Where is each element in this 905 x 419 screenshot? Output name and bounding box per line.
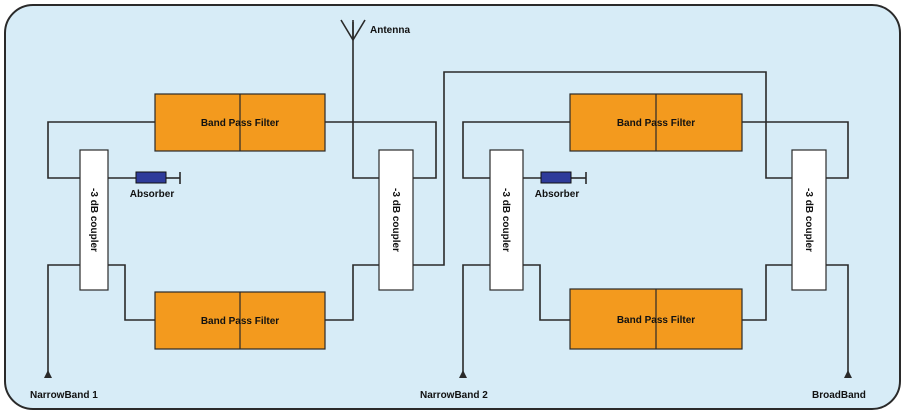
absorber2-resistor-icon	[540, 171, 572, 184]
coupler2-label: -3 dB coupler	[390, 188, 401, 252]
port-narrowband-1: NarrowBand 1	[30, 370, 98, 401]
wire-lc2-to-nb2	[462, 264, 490, 375]
bpf1-label: Band Pass Filter	[201, 118, 279, 129]
absorber-1: Absorber	[130, 171, 175, 200]
wire-bpf1-to-mc	[325, 121, 437, 179]
absorber1-resistor-icon	[135, 171, 167, 184]
bandpass-filter-2: Band Pass Filter	[154, 291, 326, 350]
port-broadband: BroadBand	[812, 370, 866, 401]
wire-bpf3-to-rc	[742, 121, 849, 179]
coupler-2: -3 dB coupler	[378, 149, 414, 291]
bpf2-label: Band Pass Filter	[201, 316, 279, 327]
coupler-4: -3 dB coupler	[791, 149, 827, 291]
wire-lc-to-bpf1	[47, 121, 155, 179]
wire-lc-to-nb1	[47, 264, 80, 375]
absorber-2: Absorber	[535, 171, 580, 200]
bandpass-filter-3: Band Pass Filter	[569, 93, 743, 152]
wire-bpf4-to-rc	[742, 264, 792, 321]
wires-left	[47, 48, 792, 375]
coupler-1: -3 dB coupler	[79, 149, 109, 291]
coupler4-label: -3 dB coupler	[803, 188, 814, 252]
antenna: Antenna	[340, 19, 410, 48]
bpf4-label: Band Pass Filter	[617, 315, 695, 326]
wire-lc-to-bpf2	[108, 264, 155, 321]
wire-lc2-to-bpf3	[462, 121, 570, 179]
wires-right	[462, 121, 849, 375]
bb-label: BroadBand	[812, 390, 866, 401]
wire-bpf2-to-mc	[325, 264, 379, 321]
port-narrowband-2: NarrowBand 2	[420, 370, 488, 401]
bandpass-filter-1: Band Pass Filter	[154, 93, 326, 152]
nb2-label: NarrowBand 2	[420, 390, 488, 401]
antenna-label: Antenna	[370, 25, 410, 36]
nb1-arrow-icon	[44, 370, 52, 378]
nb1-label: NarrowBand 1	[30, 390, 98, 401]
bpf3-label: Band Pass Filter	[617, 118, 695, 129]
background-panel	[4, 4, 901, 410]
absorber1-label: Absorber	[130, 189, 175, 200]
coupler3-label: -3 dB coupler	[500, 188, 511, 252]
wire-mc-to-rc	[413, 71, 792, 266]
coupler1-label: -3 dB coupler	[88, 188, 99, 252]
wire-rc-to-bb	[826, 264, 849, 375]
wire-lc2-to-bpf4	[523, 264, 570, 321]
coupler-3: -3 dB coupler	[489, 149, 524, 291]
wire-antenna-to-mc	[352, 48, 379, 179]
bandpass-filter-4: Band Pass Filter	[569, 288, 743, 350]
bb-arrow-icon	[844, 370, 852, 378]
absorber2-label: Absorber	[535, 189, 580, 200]
nb2-arrow-icon	[459, 370, 467, 378]
